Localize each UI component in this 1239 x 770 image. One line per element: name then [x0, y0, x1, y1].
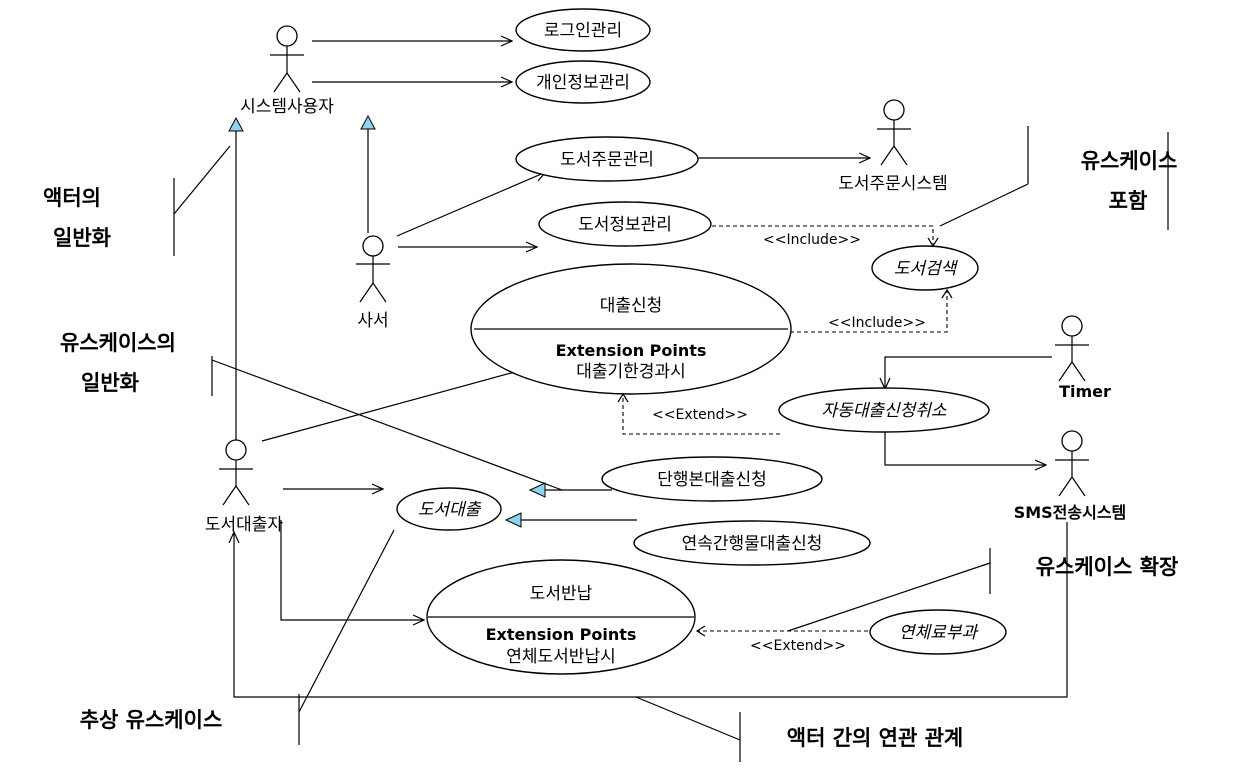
note-abstract-usecase: 추상 유스케이스	[80, 708, 223, 732]
note-usecase-extend: 유스케이스 확장	[1036, 555, 1179, 579]
usecase-label: 도서검색	[894, 259, 959, 279]
annotation-lines	[173, 126, 1169, 762]
usecase-label: 단행본대출신청	[657, 470, 766, 490]
usecase-label: 도서반납	[530, 584, 593, 604]
usecase-book-info: 도서정보관리	[538, 201, 712, 247]
actor-timer: Timer	[1055, 315, 1111, 401]
usecase-label: 자동대출신청취소	[821, 401, 946, 421]
usecase-label: 도서주문관리	[560, 150, 654, 170]
note-usecase-include: 유스케이스	[1081, 149, 1178, 173]
actor-sms-system: SMS전송시스템	[1014, 430, 1127, 522]
usecase-book-order: 도서주문관리	[515, 136, 699, 182]
usecase-book-loan: 도서대출	[396, 487, 502, 531]
extension-points-title: Extension Points	[556, 341, 707, 360]
usecase-book-return: 도서반납 Extension Points 연체도서반납시	[426, 559, 696, 675]
usecase-auto-cancel: 자동대출신청취소	[778, 387, 990, 433]
usecase-label: 연속간행물대출신청	[682, 534, 823, 554]
extend-stereotype: <<Extend>>	[750, 638, 846, 654]
note-actor-generalization: 액터의	[43, 186, 101, 210]
usecase-login: 로그인관리	[515, 8, 651, 52]
usecase-overdue-fee: 연체료부과	[869, 609, 1007, 655]
note-actor-association: 액터 간의 연관 관계	[787, 726, 964, 750]
usecase-single-loan: 단행본대출신청	[601, 456, 823, 502]
usecase-label: 도서대출	[418, 500, 482, 520]
note-usecase-generalization: 유스케이스의	[60, 331, 176, 355]
usecase-label: 도서정보관리	[578, 215, 672, 235]
actor-label: 사서	[357, 311, 388, 331]
actor-label: 도서대출자	[205, 515, 284, 535]
extension-point-label: 연체도서반납시	[506, 647, 615, 667]
actor-borrower: 도서대출자	[205, 439, 284, 535]
usecase-loan-request: 대출신청 Extension Points 대출기한경과시	[470, 263, 792, 395]
relation-lines	[228, 41, 1068, 698]
actor-order-system: 도서주문시스템	[838, 99, 948, 194]
usecase-label: 대출신청	[600, 296, 663, 316]
usecase-personal-info: 개인정보관리	[515, 60, 651, 104]
usecase-book-search: 도서검색	[871, 245, 979, 291]
actor-label: 도서주문시스템	[838, 174, 947, 194]
usecase-serial-loan: 연속간행물대출신청	[633, 520, 871, 566]
actor-label: Timer	[1059, 382, 1111, 401]
actor-librarian: 사서	[356, 235, 390, 331]
usecase-label: 로그인관리	[544, 21, 622, 41]
include-stereotype: <<Include>>	[828, 315, 926, 331]
actor-label: SMS전송시스템	[1014, 503, 1127, 522]
note-usecase-generalization: 일반화	[81, 371, 140, 395]
usecase-label: 연체료부과	[899, 623, 979, 643]
include-stereotype: <<Include>>	[763, 232, 861, 248]
actor-system-user: 시스템사용자	[240, 25, 334, 117]
note-usecase-include: 포함	[1109, 189, 1148, 213]
usecase-label: 개인정보관리	[536, 73, 630, 93]
extension-point-label: 대출기한경과시	[576, 362, 685, 382]
extend-stereotype: <<Extend>>	[652, 407, 748, 423]
extension-points-title: Extension Points	[486, 625, 637, 644]
note-actor-generalization: 일반화	[53, 226, 112, 250]
actor-label: 시스템사용자	[240, 97, 334, 117]
